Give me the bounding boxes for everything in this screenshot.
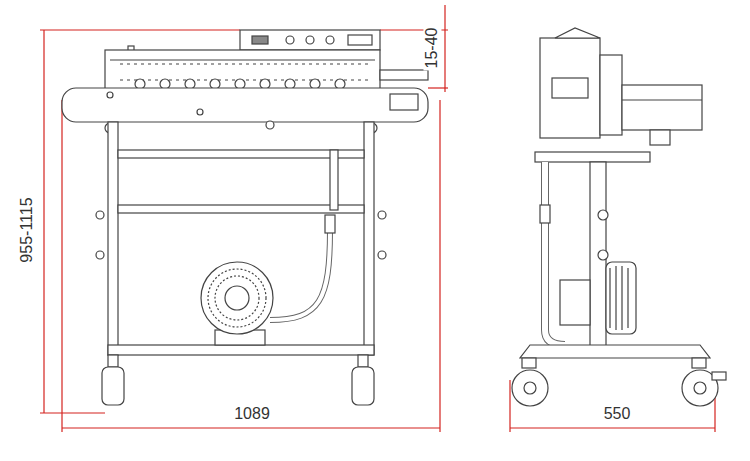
blower-fins (208, 269, 266, 327)
table (535, 152, 650, 162)
bottom-extension (40, 412, 105, 413)
base-brace (108, 345, 374, 355)
outfeed-guide (380, 70, 428, 80)
tensioner (390, 94, 418, 110)
blower (201, 262, 273, 334)
blower-fins (610, 266, 628, 330)
body-line (110, 59, 375, 60)
conveyor (62, 88, 428, 122)
gap-line (444, 5, 445, 92)
bolt (96, 211, 104, 219)
caster-hub (694, 382, 706, 394)
caster (352, 367, 374, 405)
knob (306, 36, 314, 44)
caster-stem (522, 358, 536, 368)
brake (712, 372, 726, 380)
brace (118, 205, 364, 213)
blower-motor (560, 280, 590, 325)
bolt (598, 250, 608, 260)
motor-foot (650, 130, 670, 145)
width-extension-right (439, 100, 440, 432)
side-view (512, 28, 726, 406)
hose-fitting (540, 205, 550, 223)
top-extension (40, 29, 240, 30)
bolt (197, 109, 203, 115)
caster-stem (692, 358, 706, 368)
dimension-label: 955-1115 (18, 195, 36, 264)
bolt (107, 92, 113, 98)
caster-wheel (512, 370, 548, 406)
motor-line (622, 99, 702, 100)
bolt (598, 210, 608, 220)
leg (364, 122, 374, 355)
gap-bottom-extension (428, 87, 448, 88)
front-view (62, 30, 428, 405)
caster-stem (358, 355, 368, 367)
bolt (96, 251, 104, 259)
brace (118, 150, 364, 158)
bolt (378, 211, 386, 219)
blower-hub (225, 286, 249, 310)
post (330, 150, 338, 210)
label-plate (552, 78, 588, 98)
dimension-label: 15-40 (423, 26, 441, 71)
coder (600, 55, 622, 135)
control-panel (240, 30, 380, 50)
caster (102, 367, 124, 405)
hose (270, 230, 330, 320)
knob (326, 36, 334, 44)
hose-fitting (325, 215, 335, 233)
sealer-body (105, 50, 380, 90)
dimension-label: 1089 (232, 405, 272, 423)
leg (108, 122, 118, 355)
depth-line (510, 427, 715, 428)
vent-slots (120, 64, 370, 80)
bolt (378, 251, 386, 259)
head-top (555, 28, 600, 38)
blower (606, 262, 636, 334)
hose-inner (270, 230, 330, 320)
caster-hub (524, 382, 536, 394)
head (540, 38, 600, 138)
height-line (43, 30, 44, 413)
width-line (62, 427, 440, 428)
dimension-lines (40, 5, 715, 432)
width-extension-left (61, 100, 62, 432)
depth-extension-left (509, 380, 510, 432)
dimension-label: 550 (602, 405, 633, 423)
knob (286, 36, 294, 44)
display (252, 36, 268, 44)
caster-stem (108, 355, 118, 367)
motor-housing (622, 85, 702, 130)
blower-fins (215, 276, 259, 320)
base (520, 345, 710, 358)
bolt (266, 121, 274, 129)
display (348, 35, 372, 45)
